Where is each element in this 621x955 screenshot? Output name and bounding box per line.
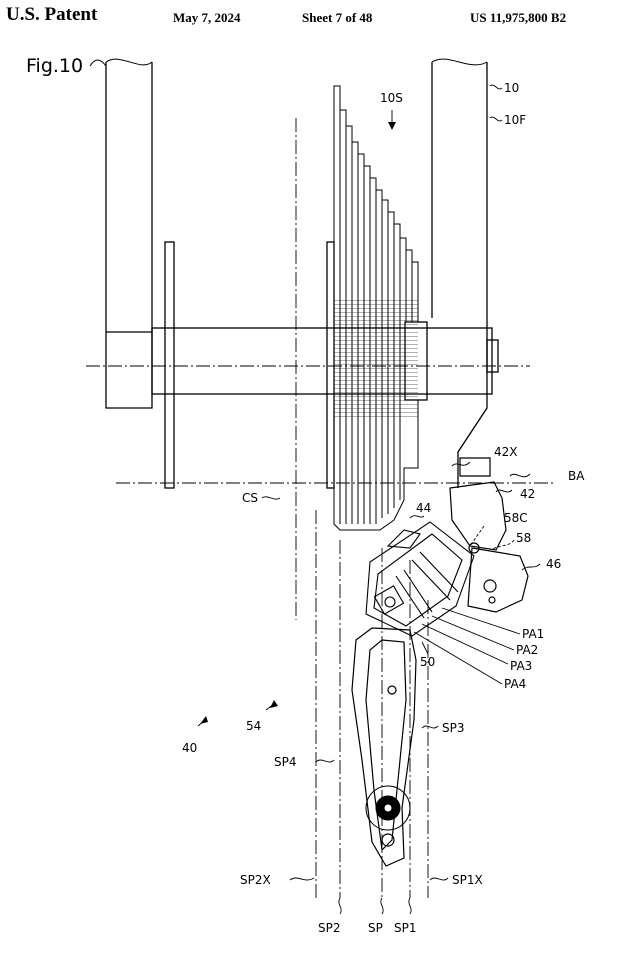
- ref-BA: BA: [568, 469, 585, 483]
- figure-title: Fig.10: [26, 55, 83, 77]
- ref-SP1: SP1: [394, 921, 417, 935]
- ref-40: 40: [182, 741, 197, 755]
- ref-CS: CS: [242, 491, 258, 505]
- derailleur-base-member: [449, 457, 529, 613]
- ref-54: 54: [246, 719, 261, 733]
- ref-PA1: PA1: [522, 627, 544, 641]
- ref-PA2: PA2: [516, 643, 538, 657]
- ref-42: 42: [520, 487, 535, 501]
- chain-stay-left: [105, 58, 153, 409]
- ref-10F: 10F: [504, 113, 526, 127]
- hub-axle: [151, 241, 493, 489]
- patent-label: U.S. Patent: [6, 4, 98, 25]
- ref-SP4: SP4: [274, 755, 297, 769]
- frame-dropout-right: [431, 58, 499, 488]
- ref-50: 50: [420, 655, 435, 669]
- ref-46: 46: [546, 557, 561, 571]
- ref-SP2X: SP2X: [240, 873, 271, 887]
- ref-10S: 10S: [380, 91, 403, 105]
- guide-pulley: [365, 785, 411, 831]
- ref-SP2: SP2: [318, 921, 341, 935]
- ref-SP: SP: [368, 921, 383, 935]
- sheet-number: Sheet 7 of 48: [302, 10, 373, 25]
- patent-date: May 7, 2024: [173, 10, 241, 25]
- linkage-members: [365, 521, 475, 637]
- ref-PA3: PA3: [510, 659, 532, 673]
- patent-number: US 11,975,800 B2: [470, 10, 567, 25]
- chain-guide-cage: [351, 627, 417, 867]
- ref-58C: 58C: [504, 511, 528, 525]
- ref-44: 44: [416, 501, 431, 515]
- reference-labels: 10 10F 10S 42X BA 42 CS 44 58C 58 46 PA1…: [182, 81, 585, 935]
- ref-SP3: SP3: [442, 721, 465, 735]
- ref-PA4: PA4: [504, 677, 526, 691]
- ref-SP1X: SP1X: [452, 873, 483, 887]
- center-lines: [86, 118, 556, 898]
- ref-42X: 42X: [494, 445, 518, 459]
- ref-10: 10: [504, 81, 519, 95]
- sprocket-cassette: [333, 85, 419, 531]
- ref-58: 58: [516, 531, 531, 545]
- leader-lines: [197, 84, 541, 915]
